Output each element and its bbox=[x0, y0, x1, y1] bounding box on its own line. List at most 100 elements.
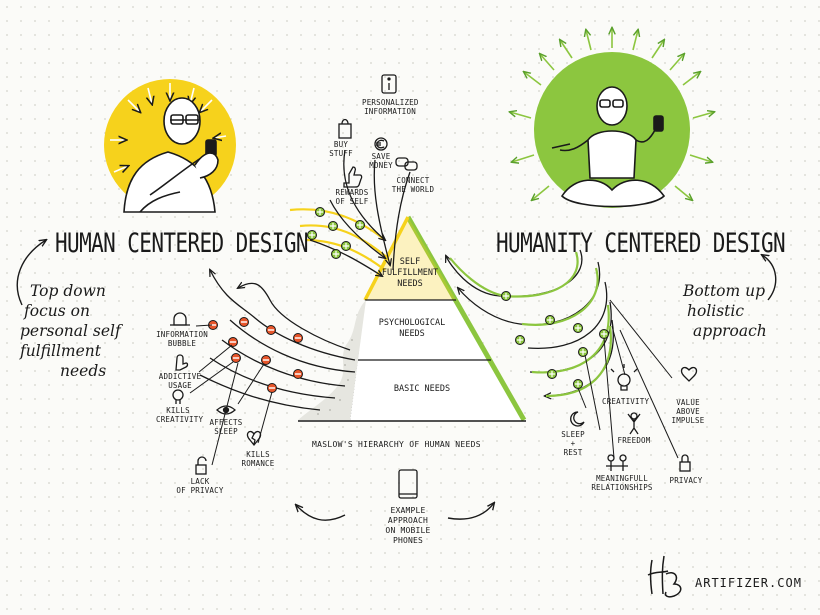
privacy-label: PRIVACY bbox=[669, 476, 703, 485]
sleep-rest-label: SLEEP + REST bbox=[558, 430, 588, 457]
relationships-line-2: RELATIONSHIPS bbox=[591, 483, 653, 492]
rewards-line-1: REWARDS bbox=[335, 188, 369, 197]
bubble-dome-icon bbox=[170, 312, 190, 326]
connect-the-world-label: CONNECT THE WORLD bbox=[388, 176, 438, 194]
example-line-3: ON MOBILE bbox=[385, 526, 431, 535]
connector-lines-right bbox=[577, 299, 679, 459]
freedom-figure-icon bbox=[627, 412, 641, 435]
save-line-2: MONEY bbox=[369, 161, 393, 170]
rewards-of-self-label: REWARDS OF SELF bbox=[332, 188, 372, 206]
pyramid-top-line-1: SELF bbox=[399, 257, 421, 267]
human-centered-title: HUMAN CENTERED DESIGN bbox=[55, 228, 309, 258]
left-note-line-3: personal self bbox=[20, 322, 121, 340]
creativity-label: CREATIVITY bbox=[602, 397, 650, 406]
bubble-line-2: BUBBLE bbox=[167, 339, 197, 348]
heart-icon bbox=[680, 366, 698, 382]
humanity-centered-title: HUMANITY CENTERED DESIGN bbox=[496, 228, 786, 258]
example-line-4: PHONES bbox=[392, 536, 424, 545]
left-note-line-2: focus on bbox=[24, 302, 90, 320]
pyramid-level-bottom: BASIC NEEDS bbox=[393, 384, 451, 394]
connect-line-2: THE WORLD bbox=[391, 185, 435, 194]
sleep-line-2: + bbox=[570, 439, 576, 448]
broken-heart-icon bbox=[246, 430, 262, 447]
humanity-centered-person-icon bbox=[551, 86, 666, 208]
privacy-lack-line-2: OF PRIVACY bbox=[176, 486, 224, 495]
maslow-pyramid bbox=[298, 215, 527, 422]
euro-coin-icon bbox=[374, 137, 388, 151]
addictive-line-1: ADDICTIVE bbox=[158, 372, 202, 381]
skull-icon bbox=[172, 389, 184, 404]
privacy-lack-line-1: LACK bbox=[190, 477, 210, 486]
green-sun-illustration bbox=[510, 28, 714, 208]
sleep-line-1: SLEEP bbox=[561, 430, 585, 439]
pyramid-middle-line-1: PSYCHOLOGICAL bbox=[378, 318, 446, 328]
value-line-1: VALUE bbox=[676, 398, 700, 407]
save-money-label: SAVE MONEY bbox=[366, 152, 396, 170]
padlock-open-icon bbox=[195, 456, 207, 475]
pyramid-top-line-3: NEEDS bbox=[397, 279, 423, 289]
creativity-kill-line-2: CREATIVITY bbox=[156, 415, 204, 424]
kills-creativity-label: KILLS CREATIVITY bbox=[156, 406, 204, 424]
left-note-line-5: needs bbox=[60, 362, 107, 380]
pyramid-top-line-2: FULFILLMENT bbox=[381, 268, 439, 278]
personalized-line-1: PERSONALIZED bbox=[362, 98, 419, 107]
speech-bubbles-icon bbox=[395, 157, 418, 171]
example-line-1: EXAMPLE bbox=[390, 506, 426, 515]
shopping-bag-icon bbox=[338, 118, 352, 139]
bubble-line-1: INFORMATION bbox=[156, 330, 208, 339]
left-note-line-4: fulfillment bbox=[20, 342, 102, 360]
pyramid-level-middle: PSYCHOLOGICAL NEEDS bbox=[362, 318, 462, 340]
left-curved-arrows bbox=[199, 270, 356, 411]
meaningful-relationships-label: MEANINGFULL RELATIONSHIPS bbox=[590, 474, 654, 492]
creativity-kill-line-1: KILLS bbox=[166, 406, 190, 415]
addictive-usage-label: ADDICTIVE USAGE bbox=[158, 372, 202, 390]
padlock-closed-icon bbox=[679, 454, 691, 472]
thumbs-up-icon bbox=[343, 166, 363, 188]
value-above-impulse-label: VALUE ABOVE IMPULSE bbox=[670, 398, 706, 425]
affects-sleep-label: AFFECTS SLEEP bbox=[208, 418, 244, 436]
personalized-line-2: INFORMATION bbox=[364, 107, 416, 116]
swipe-hand-icon bbox=[175, 354, 189, 371]
brand-url[interactable]: ARTIFIZER.COM bbox=[695, 576, 802, 590]
pyramid-caption: MASLOW'S HIERARCHY OF HUMAN NEEDS bbox=[312, 440, 481, 449]
inward-arrows-icon bbox=[110, 83, 227, 172]
signature-logo-icon bbox=[647, 555, 682, 598]
human-centered-person-icon bbox=[123, 97, 219, 213]
positive-arrows bbox=[309, 149, 411, 276]
right-note-line-2: holistic bbox=[687, 302, 745, 320]
personalized-information-label: PERSONALIZED INFORMATION bbox=[362, 98, 418, 116]
sleep-affect-line-1: AFFECTS bbox=[209, 418, 243, 427]
kills-romance-label: KILLS ROMANCE bbox=[238, 450, 278, 468]
right-note-line-3: approach bbox=[693, 322, 767, 340]
information-bubble-label: INFORMATION BUBBLE bbox=[156, 330, 208, 348]
connect-line-1: CONNECT bbox=[396, 176, 430, 185]
example-approach-label: EXAMPLE APPROACH ON MOBILE PHONES bbox=[378, 506, 438, 546]
sleep-line-3: REST bbox=[563, 448, 583, 457]
minus-glyphs bbox=[210, 321, 301, 389]
rewards-line-2: OF SELF bbox=[335, 197, 369, 206]
eye-icon bbox=[216, 405, 236, 415]
save-line-1: SAVE bbox=[371, 152, 391, 161]
buy-line-1: BUY bbox=[333, 140, 349, 149]
right-note-line-1: Bottom up bbox=[683, 282, 766, 300]
relationships-line-1: MEANINGFULL bbox=[596, 474, 648, 483]
pyramid-middle-line-2: NEEDS bbox=[399, 329, 425, 339]
title-arrows bbox=[16, 240, 777, 521]
plus-glyphs bbox=[309, 209, 607, 387]
phone-icon bbox=[398, 469, 418, 499]
info-icon bbox=[381, 74, 397, 94]
moon-icon bbox=[570, 411, 585, 427]
lightbulb-icon bbox=[610, 364, 638, 391]
buy-line-2: STUFF bbox=[329, 149, 353, 158]
sleep-affect-line-2: SLEEP bbox=[214, 427, 238, 436]
addictive-line-2: USAGE bbox=[168, 381, 192, 390]
pyramid-level-top: SELF FULFILLMENT NEEDS bbox=[380, 257, 440, 290]
value-line-3: IMPULSE bbox=[671, 416, 705, 425]
example-line-2: APPROACH bbox=[387, 516, 429, 525]
romance-line-1: KILLS bbox=[246, 450, 270, 459]
value-line-2: ABOVE bbox=[676, 407, 700, 416]
lack-of-privacy-label: LACK OF PRIVACY bbox=[176, 477, 224, 495]
outward-arrows-icon bbox=[510, 28, 714, 200]
left-note-line-1: Top down bbox=[30, 282, 106, 300]
